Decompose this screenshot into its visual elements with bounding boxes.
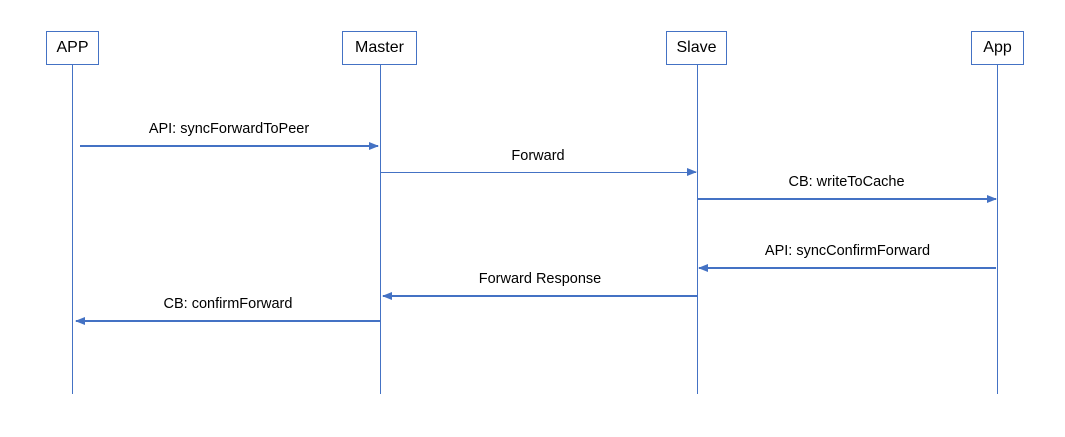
arrow-line xyxy=(697,198,996,200)
message-label: CB: confirmForward xyxy=(163,296,293,312)
lifeline-master xyxy=(379,64,381,394)
message-label: API: syncConfirmForward xyxy=(764,243,931,259)
arrow-line xyxy=(699,267,996,269)
message-label: Forward Response xyxy=(478,271,602,287)
arrow-line xyxy=(76,320,380,322)
lifeline-slave xyxy=(696,64,698,394)
actor-box-master: Master xyxy=(342,31,417,65)
actor-box-app-left: APP xyxy=(46,31,99,65)
message-label: Forward xyxy=(511,147,565,164)
arrowhead-left-icon xyxy=(698,263,708,272)
arrowhead-right-icon xyxy=(687,168,697,176)
arrowhead-left-icon xyxy=(382,291,392,300)
lifeline-app-left xyxy=(71,64,73,394)
actor-box-app-right: App xyxy=(971,31,1024,65)
actor-label: APP xyxy=(56,39,89,56)
actor-label: Master xyxy=(355,39,404,56)
actor-label: App xyxy=(983,39,1012,56)
arrowhead-right-icon xyxy=(369,141,379,150)
arrow-line xyxy=(80,145,378,147)
arrow-line xyxy=(380,171,696,174)
message-label: CB: writeToCache xyxy=(788,174,905,190)
arrowhead-left-icon xyxy=(75,316,85,325)
actor-label: Slave xyxy=(676,39,717,56)
actor-box-slave: Slave xyxy=(666,31,727,65)
arrow-line xyxy=(383,295,697,297)
lifeline-app-right xyxy=(996,64,998,394)
arrowhead-right-icon xyxy=(987,194,997,203)
message-label: API: syncForwardToPeer xyxy=(148,121,310,137)
